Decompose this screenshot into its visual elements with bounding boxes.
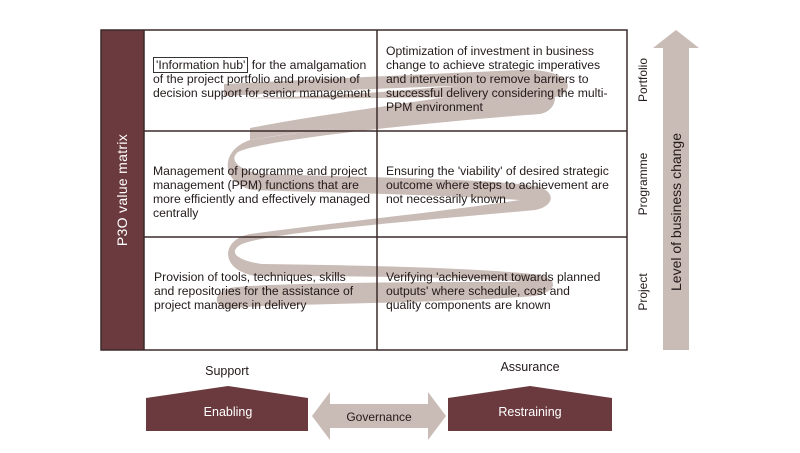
restraining-label: Restraining — [498, 405, 562, 419]
support-label: Support — [205, 364, 249, 378]
project-support-text: Provision of tools, techniques, skills a… — [154, 270, 354, 312]
zigzag-band — [216, 81, 556, 309]
programme-assurance-text: Ensuring the 'viability' of desired stra… — [386, 164, 609, 206]
matrix-border — [100, 29, 628, 351]
project-assurance-text: Verifying 'achievement towards planned o… — [386, 270, 601, 312]
row-label-project: Project — [636, 273, 650, 311]
p3o-value-matrix-label: P3O value matrix — [114, 133, 130, 247]
programme-support-text: Management of programme and project mana… — [153, 164, 371, 220]
row-label-programme: Programme — [636, 152, 650, 216]
zigzag-band-top — [224, 69, 568, 140]
assurance-label: Assurance — [500, 360, 560, 374]
portfolio-assurance-text: Optimization of investment in business c… — [386, 44, 608, 114]
restraining-shape — [448, 386, 612, 431]
information-hub-term: 'Information hub' — [153, 57, 249, 73]
level-of-business-change-label: Level of business change — [668, 133, 684, 291]
p3o-bar — [101, 30, 144, 350]
enabling-shape — [146, 386, 308, 431]
level-arrow — [653, 30, 699, 350]
enabling-label: Enabling — [203, 405, 253, 419]
portfolio-support-rest: for the amalgamation of the project port… — [153, 58, 371, 100]
portfolio-support-text: 'Information hub' for the amalgamation o… — [153, 57, 375, 100]
governance-label: Governance — [346, 410, 412, 424]
row-label-portfolio: Portfolio — [636, 57, 650, 103]
governance-arrow — [312, 392, 446, 440]
